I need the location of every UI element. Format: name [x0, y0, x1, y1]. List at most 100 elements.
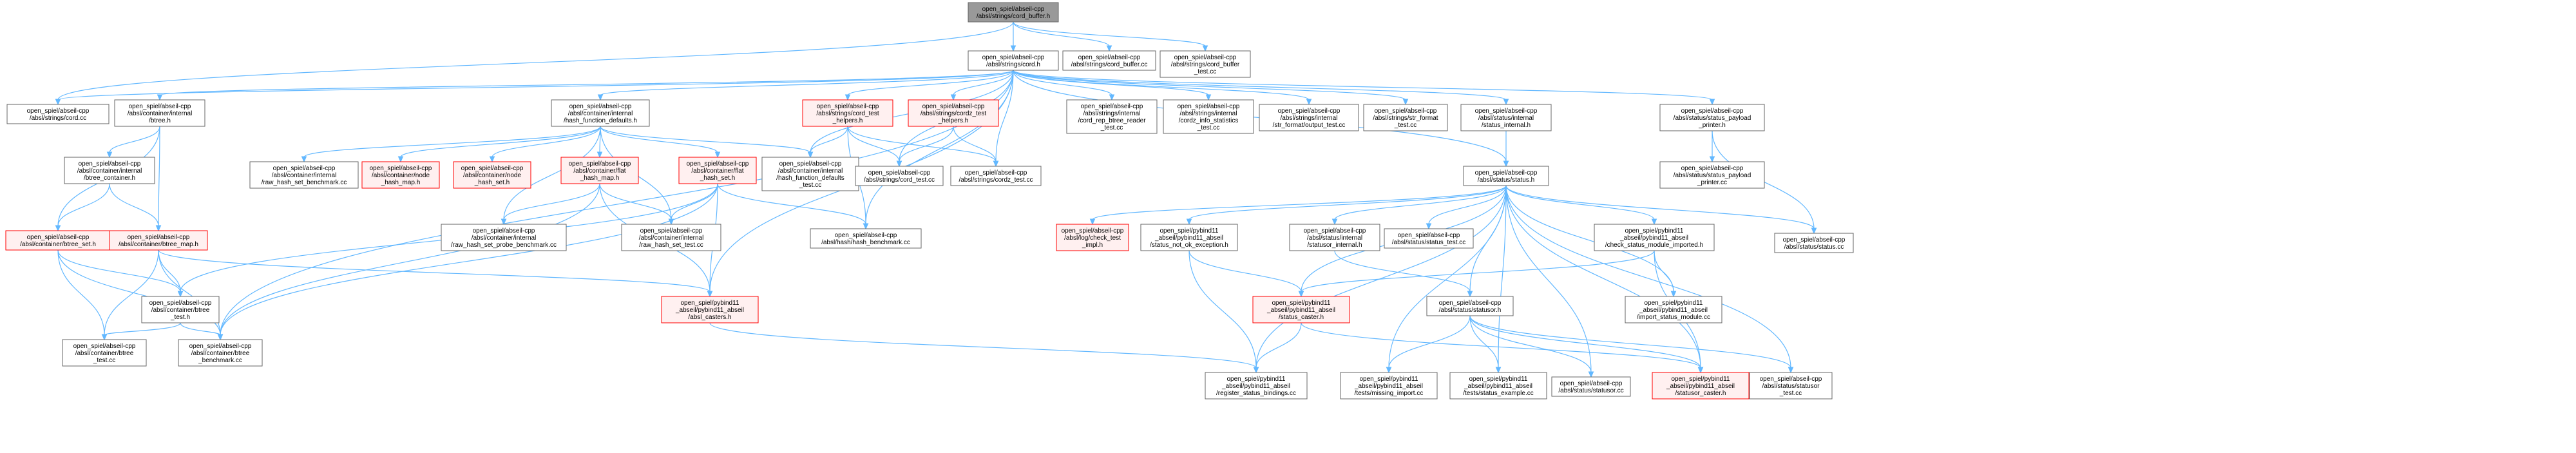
edge-hash_fn_defaults_h-to-node_hash_map_h [397, 126, 601, 163]
graph-node-cord-rep-btree-reader-test[interactable]: open_spiel/abseil-cpp/absl/strings/inter… [1066, 99, 1158, 134]
node-label-line: _abseil/pybind11_abseil [1266, 307, 1335, 314]
graph-node-str-format-output-test[interactable]: open_spiel/abseil-cpp/absl/strings/inter… [1259, 104, 1359, 131]
node-label-line: /absl/status/status.h [1478, 177, 1534, 184]
graph-node-cord-buffer-test[interactable]: open_spiel/abseil-cpp/absl/strings/cord_… [1159, 50, 1251, 78]
node-label-line: open_spiel/abseil-cpp [129, 103, 191, 110]
graph-node-cord-buffer-cc[interactable]: open_spiel/abseil-cpp/absl/strings/cord_… [1062, 50, 1156, 71]
graph-node-status-cc[interactable]: open_spiel/abseil-cpp/absl/status/status… [1774, 233, 1854, 253]
node-label-line: open_spiel/abseil-cpp [965, 169, 1027, 177]
graph-node-cord-cc[interactable]: open_spiel/abseil-cpp/absl/strings/cord.… [6, 104, 110, 124]
graph-node-cordz-test-cc[interactable]: open_spiel/abseil-cpp/absl/strings/cordz… [950, 166, 1042, 186]
graph-node-register-status-bindings[interactable]: open_spiel/pybind11_abseil/pybind11_abse… [1205, 372, 1308, 400]
edge-btree_test_h-to-btree_benchmark [180, 322, 224, 341]
graph-node-btree-h[interactable]: open_spiel/abseil-cpp/absl/container/int… [114, 99, 205, 127]
node-label-line: /statusor_caster.h [1675, 390, 1726, 397]
node-label-line: /absl/status/statusor [1762, 383, 1820, 390]
graph-node-status-not-ok-exception[interactable]: open_spiel/pybind11_abseil/pybind11_abse… [1140, 224, 1238, 251]
node-label-line: /hash_function_defaults.h [564, 117, 637, 124]
graph-node-import-status-module[interactable]: open_spiel/pybind11_abseil/pybind11_abse… [1625, 296, 1722, 323]
graph-node-flat-hash-set-h[interactable]: open_spiel/abseil-cpp/absl/container/fla… [678, 157, 757, 184]
graph-node-status-payload-printer-cc[interactable]: open_spiel/abseil-cpp/absl/status/status… [1659, 161, 1765, 189]
graph-node-statusor-h[interactable]: open_spiel/abseil-cpp/absl/status/status… [1426, 296, 1514, 316]
graph-node-raw-hash-set-test[interactable]: open_spiel/abseil-cpp/absl/container/int… [621, 224, 721, 251]
graph-node-raw-hash-set-probe-benchmark[interactable]: open_spiel/abseil-cpp/absl/container/int… [441, 224, 567, 251]
graph-node-cord-h[interactable]: open_spiel/abseil-cpp/absl/strings/cord.… [968, 50, 1059, 71]
graph-node-cordz-info-statistics-test[interactable]: open_spiel/abseil-cpp/absl/strings/inter… [1163, 99, 1254, 134]
node-label-line: open_spiel/abseil-cpp [1062, 227, 1124, 235]
graph-node-btree-set-h[interactable]: open_spiel/abseil-cpp/absl/container/btr… [5, 230, 111, 251]
edge-status_h-to-check_test_impl [1089, 185, 1507, 226]
graph-node-status-test-cc[interactable]: open_spiel/abseil-cpp/absl/status/status… [1384, 228, 1474, 249]
node-label-line: open_spiel/pybind11 [680, 300, 739, 307]
graph-node-hash-fn-defaults-h[interactable]: open_spiel/abseil-cpp/absl/container/int… [551, 99, 650, 127]
edge-status_h-to-missing_import [1386, 185, 1507, 374]
graph-node-cord-test-cc[interactable]: open_spiel/abseil-cpp/absl/strings/cord_… [855, 166, 944, 186]
node-label-line: /absl/strings/cord_buffer.h [977, 13, 1050, 20]
node-label-line: _test.cc [1394, 122, 1417, 129]
graph-node-status-payload-printer-h[interactable]: open_spiel/abseil-cpp/absl/status/status… [1659, 104, 1765, 131]
graph-node-check-status-module-imported[interactable]: open_spiel/pybind11_abseil/pybind11_abse… [1594, 224, 1715, 251]
node-label-line: /raw_hash_set_benchmark.cc [262, 179, 347, 186]
edge-btree_set_h-to-btree_test_cc [57, 249, 108, 341]
node-label-line: open_spiel/pybind11 [1226, 376, 1285, 383]
node-label-line: _helpers.h [938, 117, 969, 124]
graph-node-btree-test-cc[interactable]: open_spiel/abseil-cpp/absl/container/btr… [62, 339, 147, 367]
node-label-line: /tests/missing_import.cc [1355, 390, 1424, 397]
node-label-line: _helpers.h [832, 117, 863, 124]
node-label-line: _test.cc [1100, 124, 1123, 131]
edge-btree_container_h-to-btree_set_h [55, 183, 110, 232]
graph-node-status-caster-h[interactable]: open_spiel/pybind11_abseil/pybind11_abse… [1252, 296, 1350, 323]
node-label-line: open_spiel/abseil-cpp [1475, 169, 1538, 177]
graph-node-btree-test-h[interactable]: open_spiel/abseil-cpp/absl/container/btr… [141, 296, 220, 323]
graph-node-btree-benchmark[interactable]: open_spiel/abseil-cpp/absl/container/btr… [178, 339, 263, 367]
edge-hash_fn_defaults_h-to-raw_hash_set_benchmark [301, 126, 601, 163]
node-label-line: /absl/hash/hash_benchmark.cc [821, 239, 910, 246]
graph-node-node-hash-set-h[interactable]: open_spiel/abseil-cpp/absl/container/nod… [453, 161, 531, 189]
graph-node-hash-benchmark[interactable]: open_spiel/abseil-cpp/absl/hash/hash_ben… [810, 228, 922, 249]
graph-node-absl-casters-h[interactable]: open_spiel/pybind11_abseil/pybind11_abse… [661, 296, 759, 323]
graph-node-root[interactable]: open_spiel/abseil-cpp/absl/strings/cord_… [968, 2, 1059, 23]
graph-node-cordz-test-helpers[interactable]: open_spiel/abseil-cpp/absl/strings/cordz… [908, 99, 999, 127]
edge-cord_h-to-hash_benchmark [863, 70, 1014, 230]
edge-btree_map_h-to-absl_casters_h [158, 249, 713, 298]
graph-node-cord-test-helpers[interactable]: open_spiel/abseil-cpp/absl/strings/cord_… [802, 99, 893, 127]
node-label-line: open_spiel/abseil-cpp [1681, 108, 1744, 115]
graph-node-missing-import[interactable]: open_spiel/pybind11_abseil/pybind11_abse… [1340, 372, 1438, 400]
graph-node-check-test-impl[interactable]: open_spiel/abseil-cpp/absl/log/check_tes… [1056, 224, 1129, 251]
node-label-line: /absl/container/internal [472, 235, 537, 242]
graph-node-raw-hash-set-benchmark[interactable]: open_spiel/abseil-cpp/absl/container/int… [249, 161, 359, 189]
node-label-line: /check_status_module_imported.h [1605, 242, 1703, 249]
graph-node-statusor-cc[interactable]: open_spiel/abseil-cpp/absl/status/status… [1551, 376, 1631, 397]
graph-node-status-h[interactable]: open_spiel/abseil-cpp/absl/status/status… [1463, 166, 1549, 186]
graph-node-flat-hash-map-h[interactable]: open_spiel/abseil-cpp/absl/container/fla… [560, 157, 639, 184]
node-label-line: open_spiel/abseil-cpp [149, 300, 212, 307]
edge-hash_fn_defaults_h-to-node_hash_set_h [489, 126, 601, 163]
node-label-line: open_spiel/pybind11 [1644, 300, 1703, 307]
node-label-line: _test.cc [799, 182, 821, 189]
graph-node-btree-container-h[interactable]: open_spiel/abseil-cpp/absl/container/int… [64, 157, 155, 184]
node-label-line: /absl/strings/internal [1281, 115, 1338, 122]
node-label-line: _test.cc [1194, 68, 1216, 75]
edge-cord_h-to-status_payload_printer_h [1013, 70, 1715, 106]
node-label-line: _hash_set.h [700, 175, 736, 182]
node-label-line: open_spiel/abseil-cpp [1760, 376, 1822, 383]
graph-node-btree-map-h[interactable]: open_spiel/abseil-cpp/absl/container/btr… [109, 230, 208, 251]
graph-node-statusor-internal-h[interactable]: open_spiel/abseil-cpp/absl/status/intern… [1289, 224, 1380, 251]
node-label-line: /statusor_internal.h [1307, 242, 1362, 249]
graph-node-node-hash-map-h[interactable]: open_spiel/abseil-cpp/absl/container/nod… [361, 161, 440, 189]
nodes-layer: open_spiel/abseil-cpp/absl/strings/cord_… [5, 2, 1854, 400]
node-label-line: open_spiel/abseil-cpp [1783, 236, 1846, 244]
graph-node-status-internal-h[interactable]: open_spiel/abseil-cpp/absl/status/intern… [1460, 104, 1552, 131]
node-label-line: /tests/status_example.cc [1463, 390, 1534, 397]
graph-node-statusor-test-cc[interactable]: open_spiel/abseil-cpp/absl/status/status… [1749, 372, 1833, 400]
graph-node-str-format-test[interactable]: open_spiel/abseil-cpp/absl/strings/str_f… [1363, 104, 1448, 131]
node-label-line: open_spiel/abseil-cpp [1398, 232, 1460, 239]
node-label-line: open_spiel/abseil-cpp [569, 103, 632, 110]
graph-node-statusor-caster-h[interactable]: open_spiel/pybind11_abseil/pybind11_abse… [1652, 372, 1750, 400]
node-label-line: /absl/container/flat [691, 168, 743, 175]
graph-node-status-example[interactable]: open_spiel/pybind11_abseil/pybind11_abse… [1449, 372, 1547, 400]
edge-statusor_h-to-missing_import [1386, 315, 1471, 374]
edge-cord_h-to-status_internal_h [1013, 70, 1509, 106]
graph-node-hash-fn-defaults-test[interactable]: open_spiel/abseil-cpp/absl/container/int… [761, 157, 859, 191]
edge-check_status_module_imported-to-status_caster_h [1298, 250, 1655, 298]
